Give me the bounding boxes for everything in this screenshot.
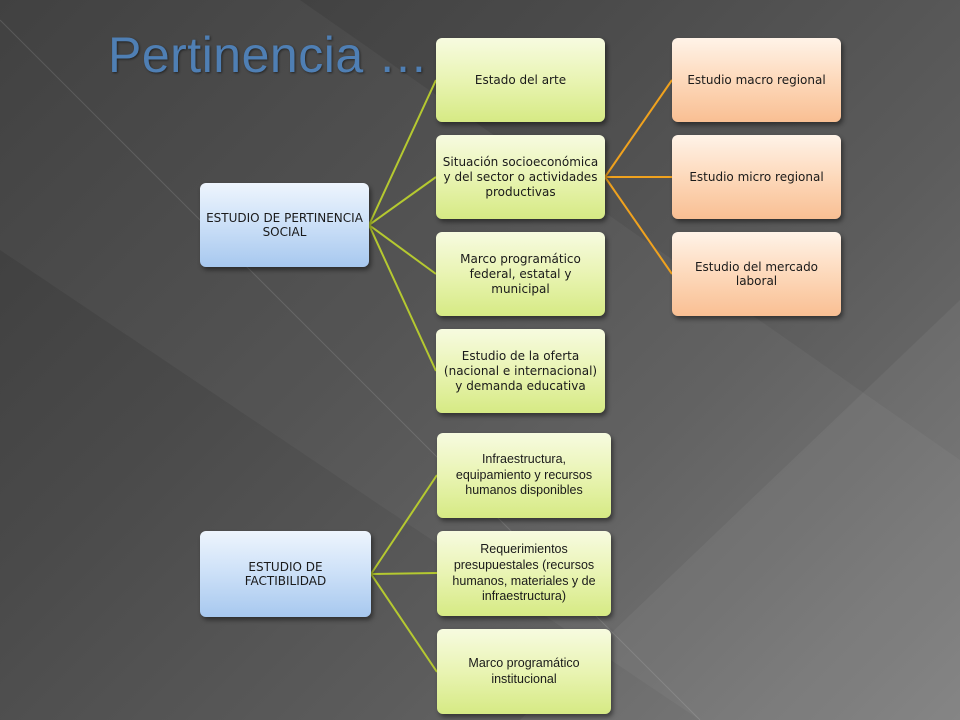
node-requerimientos-presupuestales: Requerimientos presupuestales (recursos … bbox=[437, 531, 611, 616]
node-factibilidad: ESTUDIO DE FACTIBILIDAD bbox=[200, 531, 371, 617]
node-estudio-micro-regional: Estudio micro regional bbox=[672, 135, 841, 219]
node-estado-del-arte: Estado del arte bbox=[436, 38, 605, 122]
node-infraestructura: Infraestructura, equipamiento y recursos… bbox=[437, 433, 611, 518]
connector-root-to-oferta bbox=[368, 224, 437, 372]
connector-fact-to-req bbox=[370, 572, 438, 575]
node-marco-programatico-institucional: Marco programático institucional bbox=[437, 629, 611, 714]
node-pertinencia-social: ESTUDIO DE PERTINENCIA SOCIAL bbox=[200, 183, 369, 267]
node-marco-programatico-federal: Marco programático federal, estatal y mu… bbox=[436, 232, 605, 316]
node-situacion-socioeconomica: Situación socioeconómica y del sector o … bbox=[436, 135, 605, 219]
connector-root-to-estado bbox=[368, 79, 437, 226]
connector-socio-to-mercado bbox=[604, 176, 673, 275]
connector-fact-to-infra bbox=[370, 474, 438, 575]
connector-socio-to-macro bbox=[604, 79, 673, 178]
connector-root-to-marco bbox=[368, 224, 437, 275]
node-estudio-macro-regional: Estudio macro regional bbox=[672, 38, 841, 122]
page-title: Pertinencia … bbox=[108, 27, 429, 83]
connector-fact-to-marco-inst bbox=[370, 573, 438, 673]
connector-root-to-socio bbox=[368, 176, 437, 226]
node-estudio-mercado-laboral: Estudio del mercado laboral bbox=[672, 232, 841, 316]
node-oferta-demanda-educativa: Estudio de la oferta (nacional e interna… bbox=[436, 329, 605, 413]
